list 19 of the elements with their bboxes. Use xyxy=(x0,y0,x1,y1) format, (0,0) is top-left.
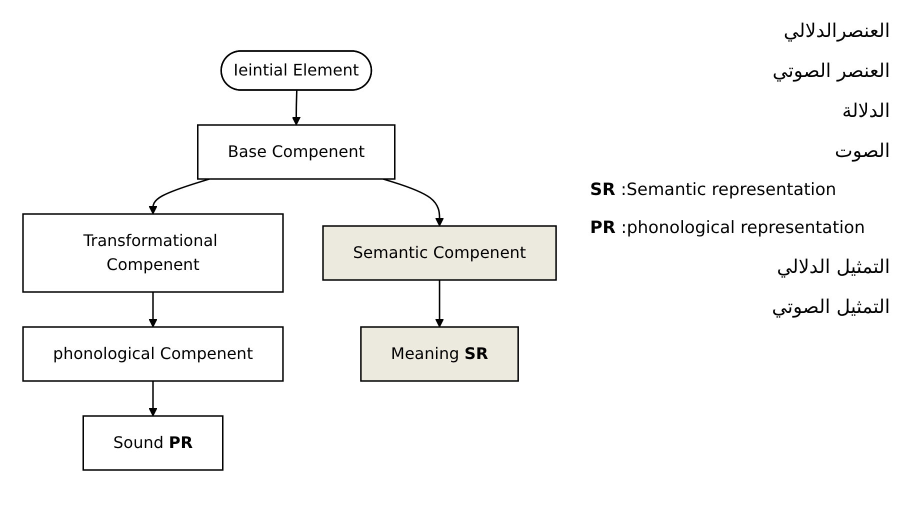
node-box: Base Compenent xyxy=(197,124,396,180)
arrow xyxy=(383,178,444,226)
arabic-label: العنصرالدلالي xyxy=(782,20,890,42)
arrow xyxy=(149,381,158,416)
arabic-label: الدلالة xyxy=(841,100,890,122)
arrow xyxy=(436,280,444,328)
arrow xyxy=(149,292,158,328)
arabic-label: التمثيل الدلالي xyxy=(776,256,890,278)
node-box: phonological Compenent xyxy=(22,326,284,382)
note-text: SR :Semantic representation xyxy=(590,180,838,200)
arabic-label: العنصر الصوتي xyxy=(772,60,890,82)
node-box: Transformational Compenent xyxy=(22,213,284,293)
arabic-label: التمثيل الصوتي xyxy=(770,296,890,318)
arabic-label: الصوت xyxy=(834,140,890,162)
node-box: Sound PR xyxy=(82,415,224,471)
node-box: Semantic Compenent xyxy=(322,225,558,281)
arrow xyxy=(292,90,302,126)
note-text: PR :phonological representation xyxy=(590,218,866,238)
node-box: Meaning SR xyxy=(360,326,520,382)
